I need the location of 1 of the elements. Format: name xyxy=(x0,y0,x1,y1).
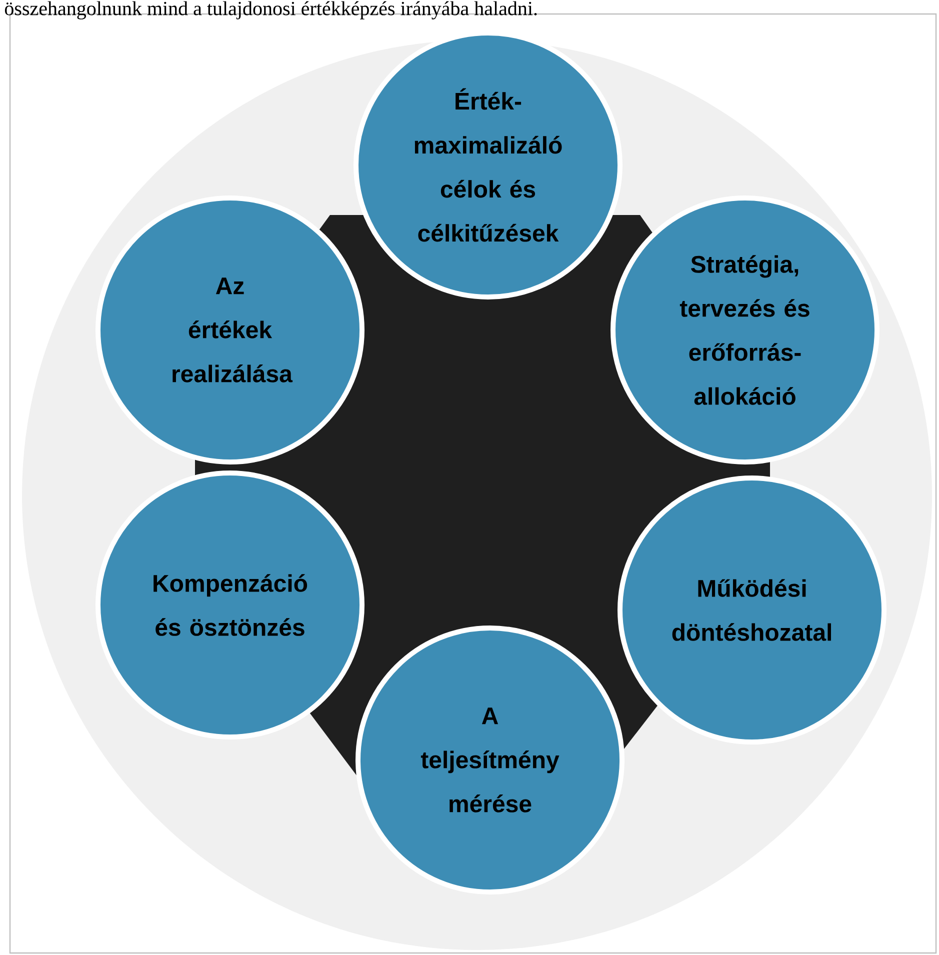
caption-text: összehangolnunk mind a tulajdonosi értékképzés irányába haladni. xyxy=(4,1,537,20)
